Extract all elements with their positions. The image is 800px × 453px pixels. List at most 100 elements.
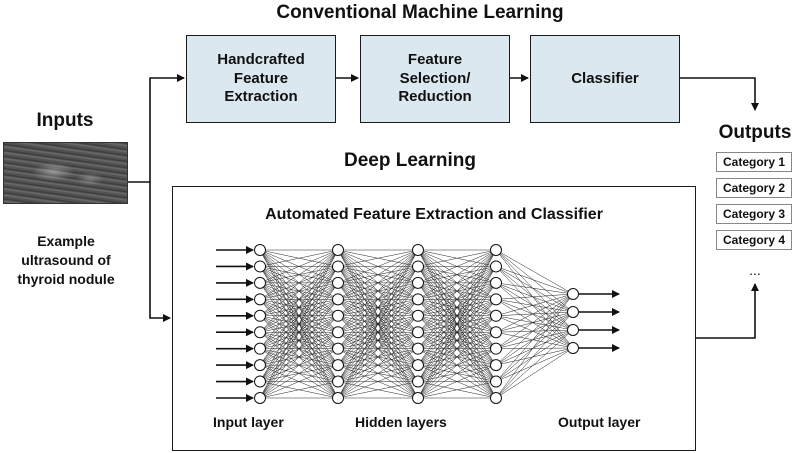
network-edge (495, 299, 574, 349)
network-edge (337, 299, 419, 399)
hidden-node (490, 309, 502, 322)
hidden-node (332, 392, 344, 404)
output-node (567, 324, 579, 336)
network-edge (495, 347, 574, 366)
network-edge (259, 249, 339, 349)
network-edge (417, 381, 497, 399)
thyroid-ultrasound-image (3, 142, 128, 204)
network-edge (495, 249, 574, 331)
neural-network (216, 244, 620, 404)
network-edge (495, 311, 574, 399)
output-category-1: Category 1 (716, 152, 792, 172)
network-edge (337, 364, 419, 399)
network-edge (259, 381, 339, 399)
hidden-node (412, 244, 424, 256)
hidden-node (332, 244, 344, 256)
network-edge (259, 282, 339, 399)
network-edge (495, 311, 574, 366)
network-edge (495, 329, 574, 366)
hidden-node (490, 244, 502, 256)
inputs-title: Inputs (36, 110, 94, 131)
hidden-node (332, 359, 344, 372)
flow-arrows (128, 74, 759, 339)
network-edge (495, 293, 574, 333)
automated-feature-extraction-title: Automated Feature Extraction and Classif… (265, 206, 603, 223)
hidden-node (490, 392, 502, 404)
network-edge (259, 315, 339, 399)
input-node (254, 342, 266, 355)
hidden-node (412, 309, 424, 322)
network-edge (417, 348, 497, 399)
output-node (567, 288, 579, 300)
network-edge (495, 347, 574, 382)
input-layer-label: Input layer (213, 414, 284, 430)
network-edge (495, 347, 574, 399)
arrow-classifier-to-outputs (680, 77, 759, 111)
arrow-deep-to-outputs (696, 283, 759, 339)
network-edge (337, 249, 419, 366)
network-edge (495, 282, 574, 313)
network-edge (337, 249, 419, 382)
network-edge (337, 332, 419, 399)
hidden-node (332, 375, 344, 388)
output-category-4: Category 4 (716, 230, 792, 250)
network-edge (495, 329, 574, 399)
network-edge (259, 249, 339, 284)
network-edge (495, 293, 574, 300)
network-edge (337, 249, 419, 349)
feature-selection-reduction-box: Feature Selection/ Reduction (360, 35, 510, 123)
network-edge (495, 293, 574, 366)
hidden-node (332, 309, 344, 322)
network-edge (495, 311, 574, 349)
network-edge (495, 266, 574, 313)
classifier-box: Classifier (530, 35, 680, 123)
arrow-to-handcrafted (128, 74, 185, 183)
network-edge (495, 249, 574, 349)
network-edge (495, 315, 574, 349)
output-node (567, 306, 579, 318)
network-edge (259, 249, 339, 267)
network-edge (495, 249, 574, 313)
network-edge (495, 315, 574, 331)
network-edge (337, 249, 419, 300)
network-edge (337, 249, 419, 284)
network-edge (417, 249, 497, 267)
hidden-node (412, 260, 424, 273)
network-edge (495, 266, 574, 295)
network-edge (259, 266, 339, 399)
hidden-node (490, 359, 502, 372)
deep-learning-title: Deep Learning (344, 150, 476, 171)
network-edge (417, 249, 497, 366)
output-category-list: Category 1 Category 2 Category 3 Categor… (716, 152, 794, 256)
deep-learning-frame (172, 186, 696, 451)
network-edge (337, 266, 419, 399)
network-edge (337, 249, 419, 267)
network-edge (259, 249, 339, 300)
network-edge (259, 364, 339, 399)
network-edge (417, 249, 497, 382)
hidden-node (412, 375, 424, 388)
network-edge (495, 331, 574, 349)
network-edge (259, 299, 339, 399)
network-edge (417, 249, 497, 333)
input-node (254, 309, 266, 322)
network-edge (259, 332, 339, 399)
network-edge (259, 249, 339, 382)
hidden-layers-label: Hidden layers (355, 414, 447, 430)
input-node (254, 326, 266, 339)
hidden-node (332, 276, 344, 289)
hidden-node (490, 260, 502, 273)
hidden-node (490, 342, 502, 355)
network-edge (417, 249, 497, 300)
output-category-2: Category 2 (716, 178, 792, 198)
network-edge (495, 282, 574, 295)
network-edge (495, 311, 574, 317)
hidden-node (412, 326, 424, 339)
network-edge (259, 249, 339, 399)
input-node (254, 392, 266, 404)
hidden-node (412, 359, 424, 372)
hidden-node (332, 326, 344, 339)
network-edge (417, 249, 497, 316)
input-node (254, 375, 266, 388)
